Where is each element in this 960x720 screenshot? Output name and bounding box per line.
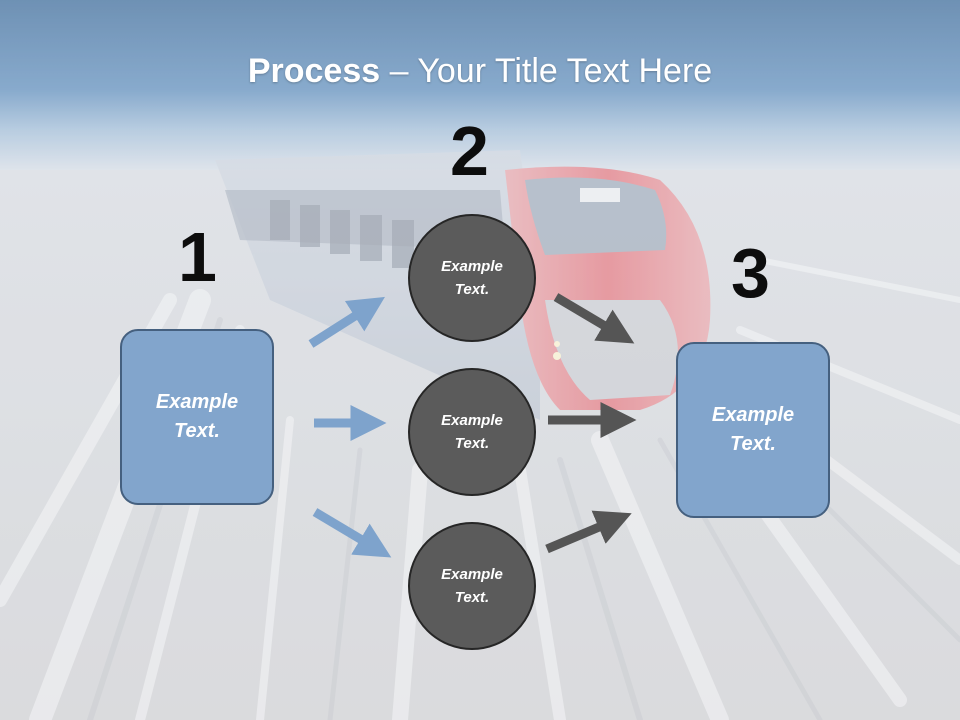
gray-arrow-down-right <box>553 293 635 344</box>
process-circle-middle: Example Text. <box>408 368 536 496</box>
step-number-3: 3 <box>731 234 770 312</box>
title-bold: Process <box>247 52 381 90</box>
step-number-1: 1 <box>178 218 217 296</box>
gray-arrow-up-right <box>545 510 632 554</box>
title-rest: – Your Title Text Here <box>380 52 713 90</box>
process-circle-bottom: Example Text. <box>408 522 536 650</box>
process-circle-top: Example Text. <box>408 214 536 342</box>
right-process-box: Example Text. <box>676 342 830 518</box>
left-process-box: Example Text. <box>120 329 274 505</box>
step-number-2: 2 <box>450 112 489 190</box>
blue-arrow-down-right <box>312 508 392 558</box>
blue-arrow-up-right <box>308 296 385 348</box>
slide-title: Process – Your Title Text Here <box>0 52 960 91</box>
